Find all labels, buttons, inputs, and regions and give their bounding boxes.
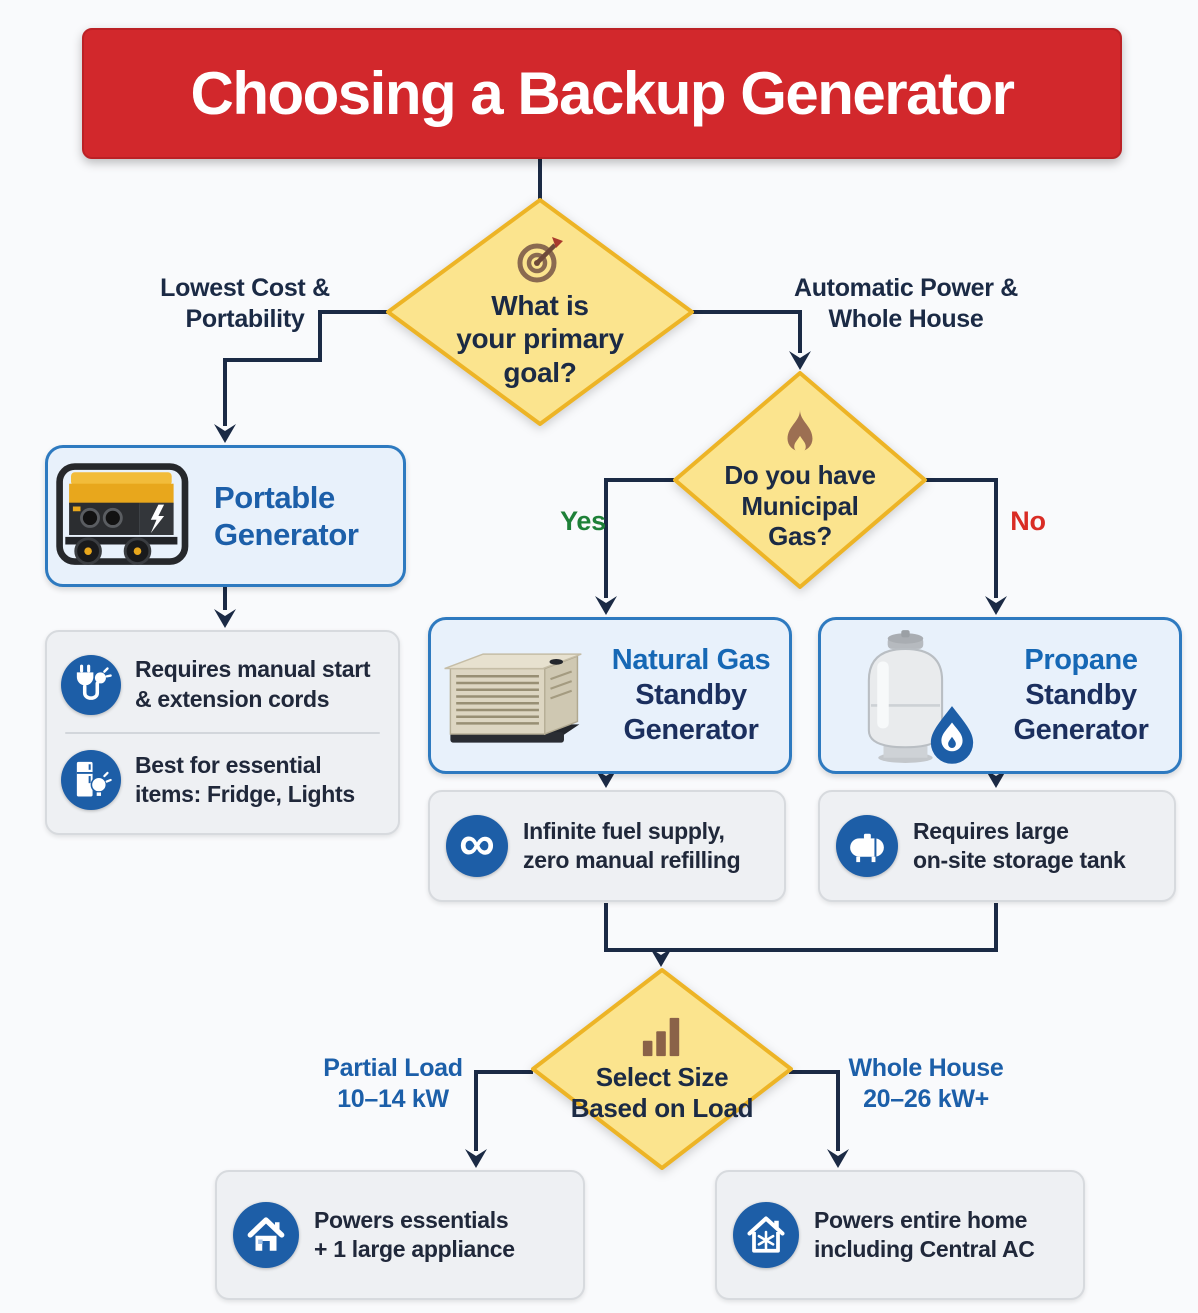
natural-gas-title: Natural Gas Standby Generator [593,643,789,747]
outcome-partial-text: Powers essentials + 1 large appliance [314,1206,515,1262]
branch-label-automatic-power: Automatic Power & Whole House [793,274,1019,333]
target-icon [517,237,563,283]
bar-chart-icon [642,1018,680,1057]
infinity-glyph: ∞ [459,815,495,871]
plug-cord-glyph [76,664,112,700]
feature-divider [65,731,380,734]
portable-generator-title: Portable Generator [214,479,359,552]
partial-load-label: Partial Load 10–14 kW [323,1054,463,1113]
decision-primary-goal-text: What is your primary goal? [456,290,624,388]
fridge-lights-icon [61,750,121,811]
propane-tank-illustration [867,629,944,763]
propane-box: Propane Standby Generator [818,617,1182,774]
diamond-shape [673,371,927,589]
plug-cord-icon [61,654,121,715]
page-title: Choosing a Backup Generator [190,60,1016,127]
decision-municipal-gas: Do you have Municipal Gas? [672,370,928,590]
house-ac-glyph [747,1216,785,1253]
standby-generator-illustration [444,652,582,743]
yes-label: Yes [560,506,606,536]
portable-generator-image [48,455,208,577]
propane-note-box: Requires large on-site storage tank [818,790,1176,902]
diamond-shape [386,198,694,426]
standby-generator-image [431,629,593,763]
storage-tank-icon [836,815,898,877]
propane-flame-badge-icon [930,705,974,764]
title-banner: Choosing a Backup Generator [82,28,1122,159]
feature-text-essentials: Best for essential items: Fridge, Lights [135,751,355,808]
decision-size: Select Size Based on Load [530,967,794,1171]
portable-features-box: Requires manual start & extension cords … [45,630,400,835]
feature-row-essentials: Best for essential items: Fridge, Lights [57,746,388,814]
outcome-whole-text: Powers entire home including Central AC [814,1206,1035,1262]
decision-size-text: Select Size Based on Load [570,1062,754,1123]
natural-gas-title-line1: Natural Gas [611,644,771,677]
outcome-whole-box: Powers entire home including Central AC [715,1170,1085,1300]
natural-gas-title-rest: Standby Generator [623,679,759,746]
house-ac-icon [733,1202,799,1268]
feature-text-manual-start: Requires manual start & extension cords [135,656,371,712]
outcome-partial-box: Powers essentials + 1 large appliance [215,1170,585,1300]
propane-tank-image [821,626,983,766]
infinity-icon: ∞ [446,815,508,877]
flame-icon [787,409,813,453]
house-glyph [247,1217,285,1251]
diamond-shape [531,968,793,1170]
branch-label-lowest-cost: Lowest Cost & Portability [160,274,330,333]
natural-gas-note-text: Infinite fuel supply, zero manual refill… [523,817,741,873]
storage-tank-glyph [850,833,884,863]
propane-title-rest: Standby Generator [1013,679,1149,746]
house-icon [233,1202,299,1268]
propane-title: Propane Standby Generator [983,643,1179,747]
no-label: No [1010,506,1046,536]
fridge-lights-glyph [76,762,112,798]
propane-note-text: Requires large on-site storage tank [913,817,1126,873]
natural-gas-box: Natural Gas Standby Generator [428,617,792,774]
whole-house-label: Whole House 20–26 kW+ [848,1054,1004,1113]
feature-row-manual-start: Requires manual start & extension cords [57,651,388,719]
decision-primary-goal: What is your primary goal? [385,197,695,427]
natural-gas-note-box: ∞ Infinite fuel supply, zero manual refi… [428,790,786,902]
decision-municipal-gas-text: Do you have Municipal Gas? [724,459,876,552]
portable-generator-box: Portable Generator [45,445,406,587]
propane-title-line1: Propane [1024,644,1138,677]
portable-generator-illustration [56,463,189,565]
